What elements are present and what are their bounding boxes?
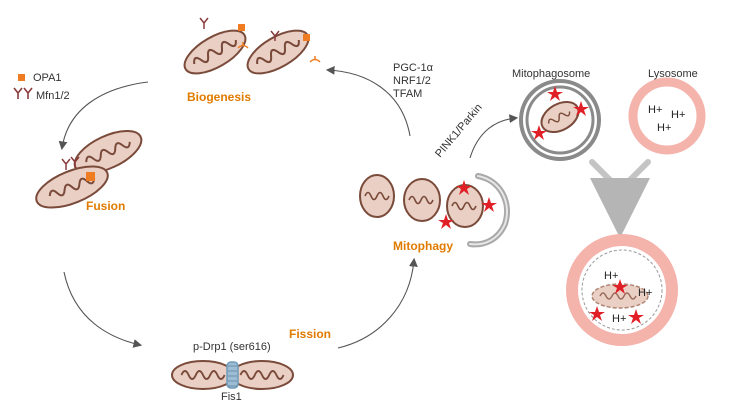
fusion-mitochondria xyxy=(35,129,143,209)
fusion-label: Fusion xyxy=(86,199,125,213)
mitophagy-label: Mitophagy xyxy=(393,239,453,253)
nrf-label: NRF1/2 xyxy=(393,75,431,87)
opa1-legend-label: OPA1 xyxy=(33,72,62,84)
opa1-legend-icon xyxy=(18,74,25,81)
mitophagosome-label: Mitophagosome xyxy=(512,68,590,80)
arrow-mitophagy-to-biogenesis xyxy=(325,65,411,137)
proton-label: H+ xyxy=(657,122,671,134)
merge-arrow xyxy=(589,159,651,238)
opa1-marker xyxy=(238,24,245,31)
ubiquitin-star-icon xyxy=(438,180,497,229)
opa1-marker xyxy=(86,172,95,181)
autolysosome: H+ H+ H+ xyxy=(566,234,678,346)
proton-label: H+ xyxy=(604,270,618,282)
pdrp1-label: p-Drp1 (ser616) xyxy=(193,341,271,353)
fission-label: Fission xyxy=(289,327,331,341)
proton-label: H+ xyxy=(638,287,652,299)
mfn-marker xyxy=(61,156,80,170)
mfn-marker xyxy=(199,17,280,41)
mitophagosome xyxy=(519,79,601,161)
mfn-marker xyxy=(237,42,321,63)
pink-parkin-label: PINK1/Parkin xyxy=(433,102,485,160)
proton-label: H+ xyxy=(648,104,662,116)
drp1-ring-icon xyxy=(226,361,239,389)
proton-label: H+ xyxy=(612,313,626,325)
arrow-fission-to-mitophagy xyxy=(337,257,418,349)
legend: OPA1 Mfn1/2 xyxy=(13,72,70,102)
biogenesis-mitochondria xyxy=(183,17,321,75)
cycle-arrows xyxy=(58,65,519,349)
arrow-fusion-to-fission xyxy=(63,271,143,348)
proton-label: H+ xyxy=(671,109,685,121)
pgc1a-label: PGC-1α xyxy=(393,62,434,74)
ubiquitin-star-icon xyxy=(531,86,589,140)
arrow-biogenesis-to-fusion xyxy=(58,81,149,151)
lysosome: H+ H+ H+ xyxy=(628,77,706,155)
opa1-marker xyxy=(303,34,310,41)
mfn-legend-icon xyxy=(13,87,33,99)
biogenesis-label: Biogenesis xyxy=(187,90,251,104)
arrow-to-mitophagosome xyxy=(469,114,519,159)
ubiquitin-star-icon xyxy=(589,279,644,324)
tfam-label: TFAM xyxy=(393,88,422,100)
mitophagy-mitochondria xyxy=(359,173,510,248)
fis1-label: Fis1 xyxy=(221,391,242,403)
lysosome-label: Lysosome xyxy=(648,68,698,80)
fission-mitochondrion xyxy=(171,360,294,390)
mfn-legend-label: Mfn1/2 xyxy=(36,90,70,102)
